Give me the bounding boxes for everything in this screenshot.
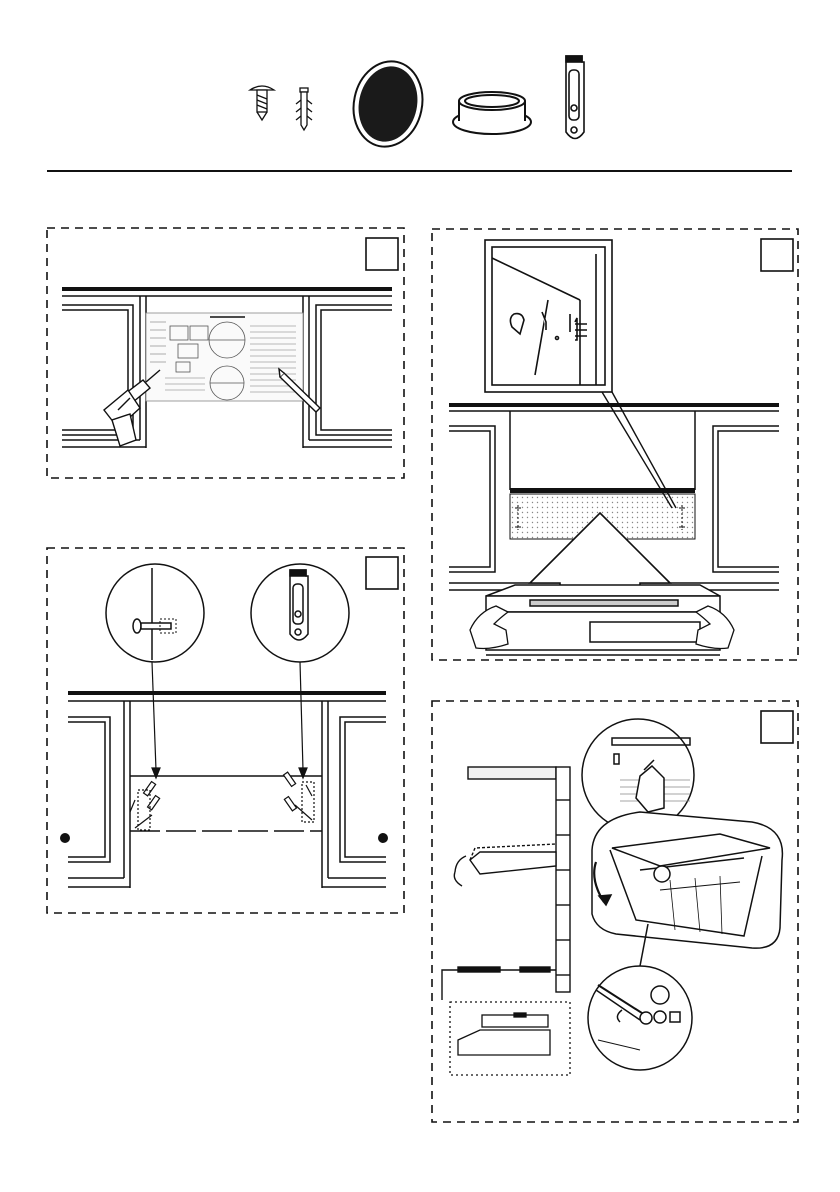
step-4-number-box: [761, 711, 793, 743]
hood-open-view: [592, 812, 782, 948]
side-view-wall: [442, 767, 570, 1000]
hood-side-inset: [450, 1002, 570, 1075]
screw-fix-detail-circle: [588, 924, 692, 1070]
